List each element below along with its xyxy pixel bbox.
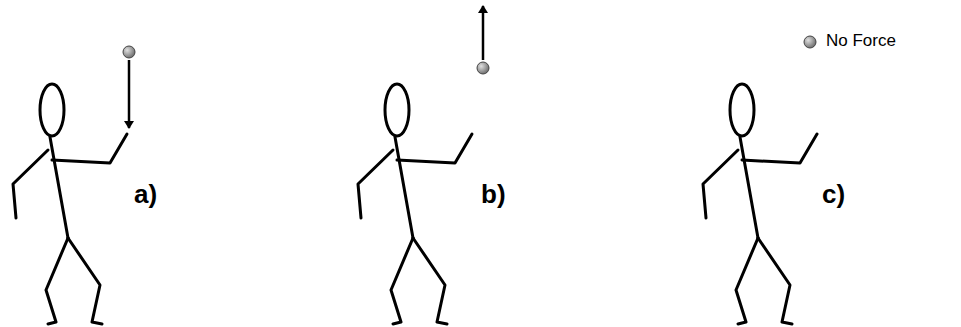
stick-figure: [703, 84, 817, 324]
panel-label: a): [134, 180, 157, 209]
force-note: No Force: [826, 32, 896, 51]
stick-figure: [13, 84, 127, 324]
panel-label: b): [481, 180, 506, 209]
panel-label: c): [822, 180, 845, 209]
ball: [123, 46, 135, 128]
ball: [477, 6, 489, 74]
ball: [804, 36, 816, 48]
stick-figure: [358, 84, 472, 324]
